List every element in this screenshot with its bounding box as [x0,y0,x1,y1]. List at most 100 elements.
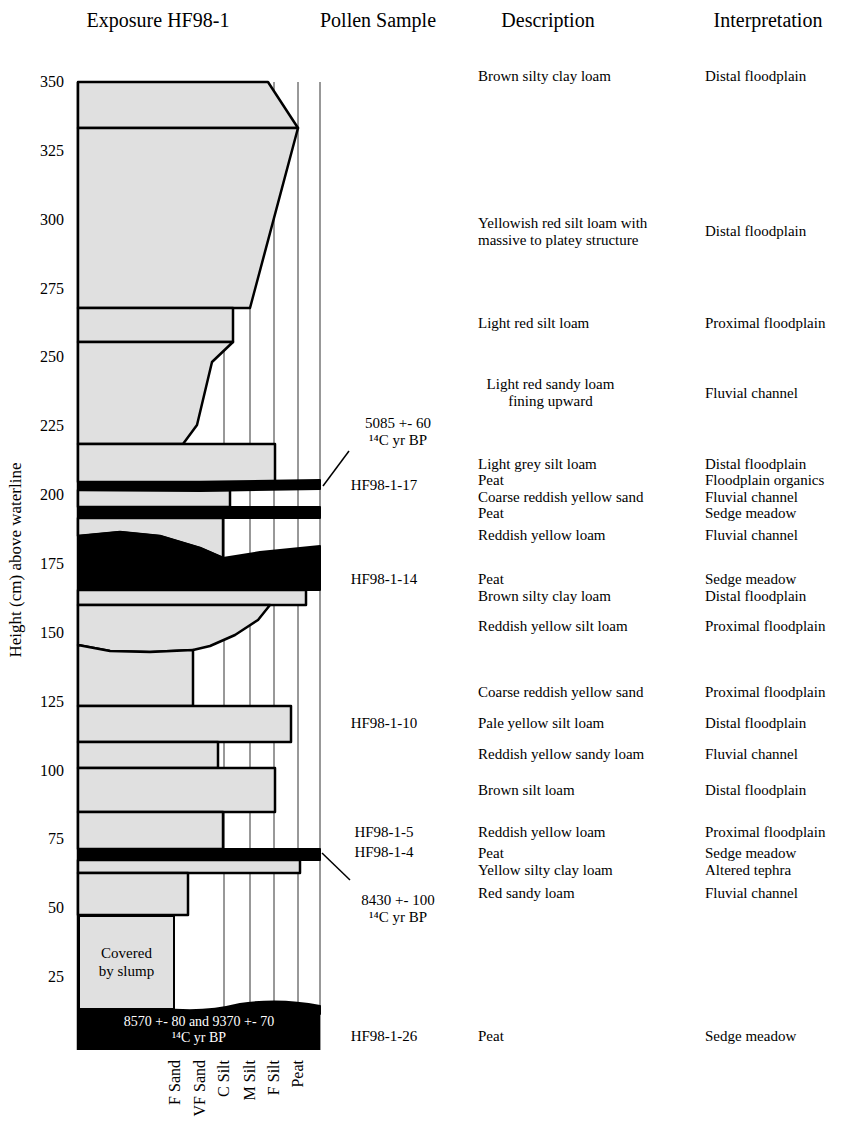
axis-tick-label: 250 [40,349,64,367]
description-text: Red sandy loam [478,885,575,902]
sediment-bed [78,342,233,444]
radiocarbon-date: 5085 +- 60 ¹⁴C yr BP [358,415,438,448]
grain-size-label: C Silt [215,1060,233,1097]
axis-tick-label: 225 [40,417,64,435]
column-heading: Description [501,9,594,31]
description-text: Coarse reddish yellow sand [478,489,643,506]
interpretation-text: Proximal floodplain [705,618,825,635]
description-text: Reddish yellow silt loam [478,618,628,635]
sediment-bed [78,82,298,128]
sediment-bed [78,742,218,768]
peat-beds [78,480,320,1014]
peat-bed [78,532,320,590]
description-text: Peat [478,1028,504,1045]
interpretation-text: Fluvial channel [705,746,798,763]
interpretation-text: Altered tephra [705,862,791,879]
peat-bed-top [78,1001,320,1014]
sediment-bed [78,605,270,652]
interpretation-text: Proximal floodplain [705,824,825,841]
leader-line [323,451,349,486]
interpretation-text: Fluvial channel [705,527,798,544]
description-text: Peat [478,472,504,489]
axis-tick-label: 50 [48,899,64,917]
sediment-bed [78,590,306,605]
description-text: Light red sandy loam fining upward [478,376,623,409]
description-text: Peat [478,505,504,522]
column-heading: Interpretation [714,9,823,31]
interpretation-text: Sedge meadow [705,845,796,862]
interpretation-text: Sedge meadow [705,571,796,588]
interpretation-text: Distal floodplain [705,68,806,85]
pollen-sample-id: HF98-1-14 [351,571,418,588]
grain-size-label: F Silt [265,1060,283,1095]
description-text: Reddish yellow loam [478,824,606,841]
grain-size-label: Peat [289,1060,307,1088]
interpretation-text: Floodplain organics [705,472,824,489]
date-leaders [322,451,350,880]
sediment-bed [78,860,300,873]
interpretation-text: Distal floodplain [705,223,806,240]
peat-bed [78,480,320,491]
description-text: Brown silty clay loam [478,68,611,85]
interpretation-text: Proximal floodplain [705,315,825,332]
interpretation-text: Sedge meadow [705,505,796,522]
pollen-sample-id: HF98-1-17 [351,477,418,494]
sediment-bed [78,873,188,915]
axis-tick-label: 275 [40,280,64,298]
column-heading: Exposure HF98-1 [87,9,230,31]
description-text: Peat [478,845,504,862]
peat-bed [78,849,320,860]
pollen-sample-id: HF98-1-5 [354,824,413,841]
interpretation-text: Distal floodplain [705,456,806,473]
axis-tick-label: 200 [40,486,64,504]
description-text: Brown silty clay loam [478,588,611,605]
axis-title: Height (cm) above waterline [7,463,26,658]
description-text: Coarse reddish yellow sand [478,684,643,701]
interpretation-text: Distal floodplain [705,588,806,605]
description-text: Reddish yellow sandy loam [478,746,644,763]
basal-peat-box: 8570 +- 80 and 9370 +- 70 ¹⁴C yr BP [78,1010,320,1050]
sediment-bed [78,128,298,308]
interpretation-text: Distal floodplain [705,715,806,732]
sediment-bed [78,706,291,742]
grain-size-label: F Sand [166,1060,184,1105]
pollen-sample-id: HF98-1-10 [351,715,418,732]
pollen-sample-id: HF98-1-26 [351,1028,418,1045]
interpretation-text: Fluvial channel [705,489,798,506]
sediment-bed [78,308,233,342]
axis-tick-label: 350 [40,73,64,91]
description-text: Yellowish red silt loam with massive to … [478,215,668,248]
axis-tick-label: 125 [40,693,64,711]
sediment-bed [78,812,223,849]
interpretation-text: Fluvial channel [705,385,798,402]
sediment-bed [78,444,275,482]
description-text: Pale yellow silt loam [478,715,604,732]
axis-tick-label: 300 [40,211,64,229]
description-text: Brown silt loam [478,782,575,799]
description-text: Yellow silty clay loam [478,862,613,879]
axis-tick-label: 100 [40,762,64,780]
leader-line [322,853,350,880]
grain-size-label: M Silt [241,1060,259,1100]
sediment-beds [78,82,306,915]
grain-size-label: VF Sand [191,1060,209,1116]
description-text: Light grey silt loam [478,456,597,473]
axis-tick-label: 175 [40,555,64,573]
node-text: Covered by slump [96,945,158,980]
covered-interval-box: Covered by slump [78,915,175,1010]
peat-bed [78,507,320,518]
interpretation-text: Proximal floodplain [705,684,825,701]
column-heading: Pollen Sample [320,9,436,31]
axis-tick-label: 325 [40,142,64,160]
axis-tick-label: 150 [40,624,64,642]
interpretation-text: Sedge meadow [705,1028,796,1045]
description-text: Peat [478,571,504,588]
axis-tick-label: 75 [48,831,64,849]
sediment-bed [78,490,230,507]
interpretation-text: Distal floodplain [705,782,806,799]
description-text: Light red silt loam [478,315,589,332]
description-text: Reddish yellow loam [478,527,606,544]
